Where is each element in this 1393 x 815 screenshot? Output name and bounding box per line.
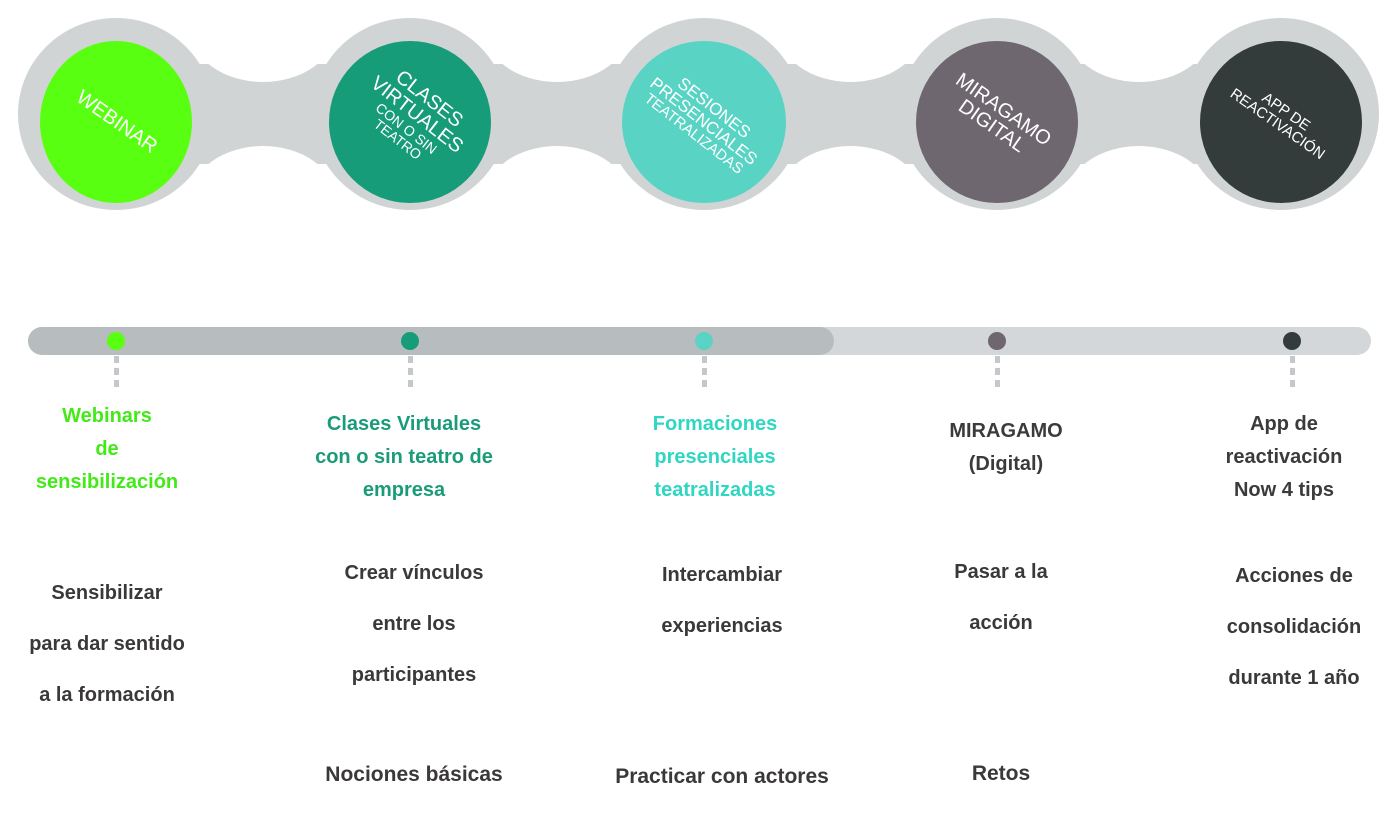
chain-notch xyxy=(191,0,335,82)
stage-title: MIRAGAMO (Digital) xyxy=(949,415,1062,481)
stage-description: Acciones de consolidación durante 1 año xyxy=(1227,551,1361,704)
stage-title: Clases Virtuales con o sin teatro de empre… xyxy=(315,408,493,507)
chain-notch xyxy=(191,146,335,240)
chain-notch xyxy=(778,0,923,82)
chain-notch xyxy=(485,146,629,240)
stage-title-line: MIRAGAMO xyxy=(949,420,1063,442)
stage-title-line: de xyxy=(95,438,119,460)
timeline-connector xyxy=(114,356,119,388)
stage-description-line: Crear vínculos xyxy=(344,562,484,584)
stage-title-line: Clases Virtuales xyxy=(326,413,482,435)
stage-description-line: Intercambiar xyxy=(661,564,783,586)
timeline-progress xyxy=(28,327,834,355)
timeline-dot xyxy=(107,332,125,350)
stage-title-line: empresa xyxy=(362,479,446,501)
stage-description: Crear vínculos entre los participantes xyxy=(345,548,484,701)
stage-description-line: Acciones de xyxy=(1235,565,1353,587)
stage-extra-note: Retos xyxy=(971,762,1031,785)
timeline-dot xyxy=(695,332,713,350)
timeline-connector xyxy=(408,356,413,388)
stage-description: Sensibilizar para dar sentido a la formaci… xyxy=(29,568,185,721)
stage-description-line: a la formación xyxy=(39,684,175,706)
stage-title-line: Webinars xyxy=(62,405,152,427)
stage-circle xyxy=(40,41,192,203)
stage-circle xyxy=(1200,41,1362,203)
timeline-connector xyxy=(702,356,707,388)
stage-title-line: Formaciones xyxy=(652,413,778,435)
stage-circle xyxy=(622,41,786,203)
stage-title-line: App de xyxy=(1250,413,1318,435)
stage-circle xyxy=(916,41,1078,203)
stage-circle xyxy=(329,41,491,203)
stage-title-line: sensibilización xyxy=(35,471,179,493)
timeline-dot xyxy=(1283,332,1301,350)
chain-notch xyxy=(1067,0,1211,82)
timeline-dot xyxy=(401,332,419,350)
stage-extra-note: Practicar con actores xyxy=(615,765,829,788)
stage-description-line: para dar sentido xyxy=(29,633,185,655)
stage-description-line: acción xyxy=(969,612,1033,634)
chain-notch xyxy=(485,0,629,82)
stage-description-line: Pasar a la xyxy=(954,561,1048,583)
stage-title-line: presenciales xyxy=(654,446,776,468)
stage-chain xyxy=(18,0,1379,240)
timeline-connector xyxy=(1290,356,1295,388)
stage-description: Intercambiar experiencias xyxy=(661,550,782,652)
stage-title-line: (Digital) xyxy=(968,453,1044,475)
timeline-connector xyxy=(995,356,1000,388)
chain-notch xyxy=(778,146,923,240)
stage-title-line: reactivación xyxy=(1225,446,1343,468)
stage-description-line: Sensibilizar xyxy=(51,582,163,604)
stage-description-line: participantes xyxy=(351,664,477,686)
stage-description-line: durante 1 año xyxy=(1228,667,1360,689)
timeline-dot xyxy=(988,332,1006,350)
stage-description-line: entre los xyxy=(372,613,456,635)
stage-title-line: teatralizadas xyxy=(654,479,776,501)
stage-description-line: experiencias xyxy=(661,615,783,637)
stage-title: Webinars de sensibilización xyxy=(36,400,178,499)
stage-description: Pasar a la acción xyxy=(954,547,1047,649)
stage-title-line: con o sin teatro de xyxy=(315,446,493,468)
stage-description-line: consolidación xyxy=(1226,616,1362,638)
stage-title: Formaciones presenciales teatralizadas xyxy=(653,408,777,507)
chain-notch xyxy=(1067,146,1211,240)
stage-extra-note: Nociones básicas xyxy=(325,763,503,786)
stage-title-line: Now 4 tips xyxy=(1233,479,1335,501)
